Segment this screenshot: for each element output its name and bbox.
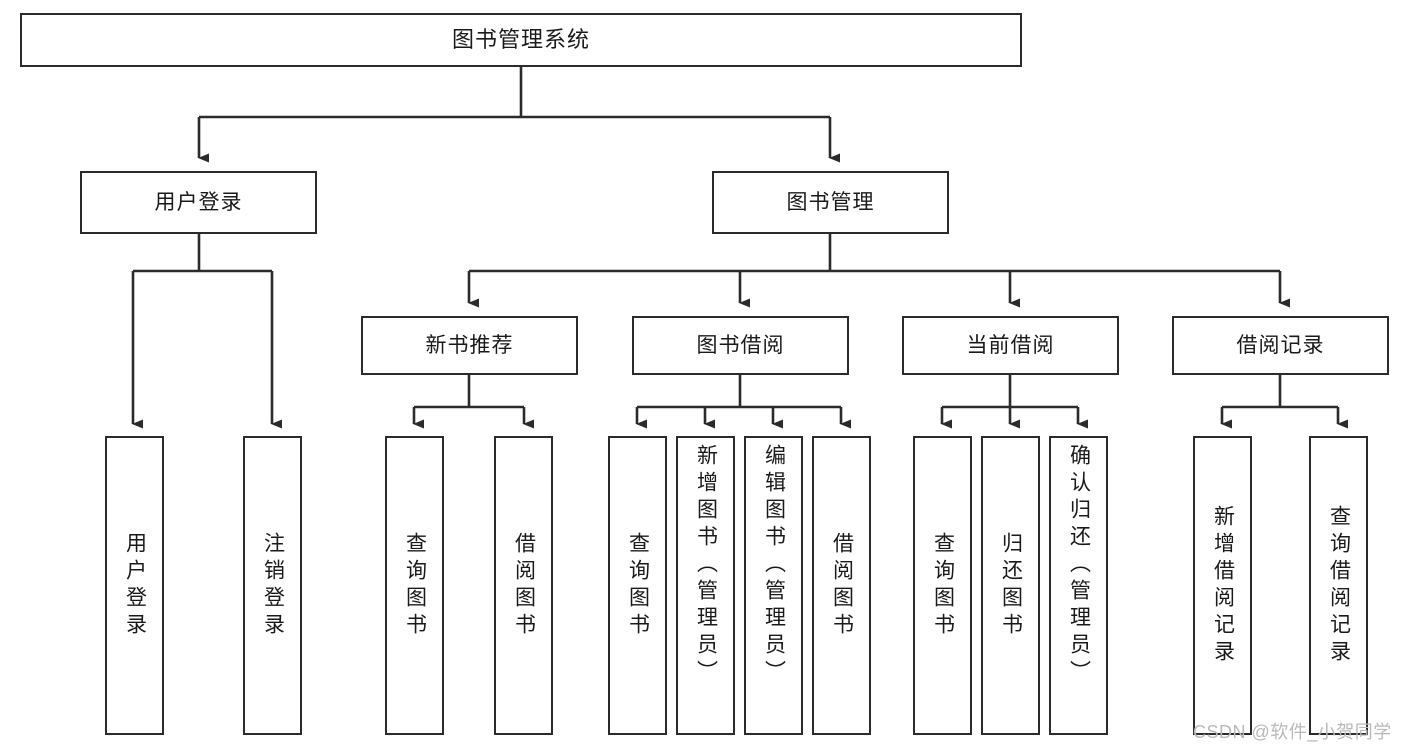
node-leaf-return-book-label: 归还图书: [999, 531, 1023, 640]
node-leaf-logout-label: 注销登录: [261, 531, 285, 640]
node-leaf-confirm-return-admin-label: 确认归还（管理员）: [1067, 444, 1091, 687]
node-leaf-add-book-admin-label: 新增图书（管理员）: [694, 444, 718, 687]
node-leaf-add-book-admin[interactable]: 新增图书（管理员）: [676, 436, 735, 735]
node-leaf-query-record[interactable]: 查询借阅记录: [1309, 436, 1368, 735]
node-borrow-record[interactable]: 借阅记录: [1172, 316, 1389, 375]
node-leaf-query-book-2-label: 查询图书: [626, 531, 650, 640]
node-leaf-edit-book-admin-label: 编辑图书（管理员）: [762, 444, 786, 687]
node-leaf-add-record-label: 新增借阅记录: [1211, 504, 1235, 667]
node-leaf-logout[interactable]: 注销登录: [243, 436, 302, 735]
node-leaf-query-record-label: 查询借阅记录: [1327, 504, 1351, 667]
node-book-manage[interactable]: 图书管理: [712, 171, 949, 234]
node-leaf-borrow-book-2[interactable]: 借阅图书: [812, 436, 871, 735]
node-leaf-confirm-return-admin[interactable]: 确认归还（管理员）: [1049, 436, 1108, 735]
watermark: CSDN @软件_小贺同学: [1193, 722, 1392, 742]
node-new-book-rec[interactable]: 新书推荐: [361, 316, 578, 375]
node-leaf-query-book-3-label: 查询图书: [931, 531, 955, 640]
node-leaf-borrow-book-1[interactable]: 借阅图书: [494, 436, 553, 735]
node-book-manage-label: 图书管理: [786, 191, 875, 214]
node-book-borrow[interactable]: 图书借阅: [632, 316, 849, 375]
node-current-borrow[interactable]: 当前借阅: [902, 316, 1119, 375]
node-book-borrow-label: 图书借阅: [696, 334, 785, 357]
node-leaf-query-book-2[interactable]: 查询图书: [608, 436, 667, 735]
node-user-login-label: 用户登录: [154, 191, 243, 214]
node-leaf-query-book-1[interactable]: 查询图书: [385, 436, 444, 735]
node-leaf-edit-book-admin[interactable]: 编辑图书（管理员）: [744, 436, 803, 735]
node-user-login[interactable]: 用户登录: [80, 171, 317, 234]
node-root[interactable]: 图书管理系统: [20, 13, 1022, 67]
node-current-borrow-label: 当前借阅: [966, 334, 1055, 357]
node-leaf-query-book-1-label: 查询图书: [403, 531, 427, 640]
node-root-label: 图书管理系统: [451, 27, 590, 52]
node-leaf-query-book-3[interactable]: 查询图书: [913, 436, 972, 735]
node-leaf-user-login[interactable]: 用户登录: [105, 436, 164, 735]
node-leaf-user-login-label: 用户登录: [123, 531, 147, 640]
node-leaf-borrow-book-2-label: 借阅图书: [830, 531, 854, 640]
node-leaf-return-book[interactable]: 归还图书: [981, 436, 1040, 735]
node-leaf-borrow-book-1-label: 借阅图书: [512, 531, 536, 640]
node-borrow-record-label: 借阅记录: [1236, 334, 1325, 357]
node-new-book-rec-label: 新书推荐: [425, 334, 514, 357]
node-leaf-add-record[interactable]: 新增借阅记录: [1193, 436, 1252, 735]
